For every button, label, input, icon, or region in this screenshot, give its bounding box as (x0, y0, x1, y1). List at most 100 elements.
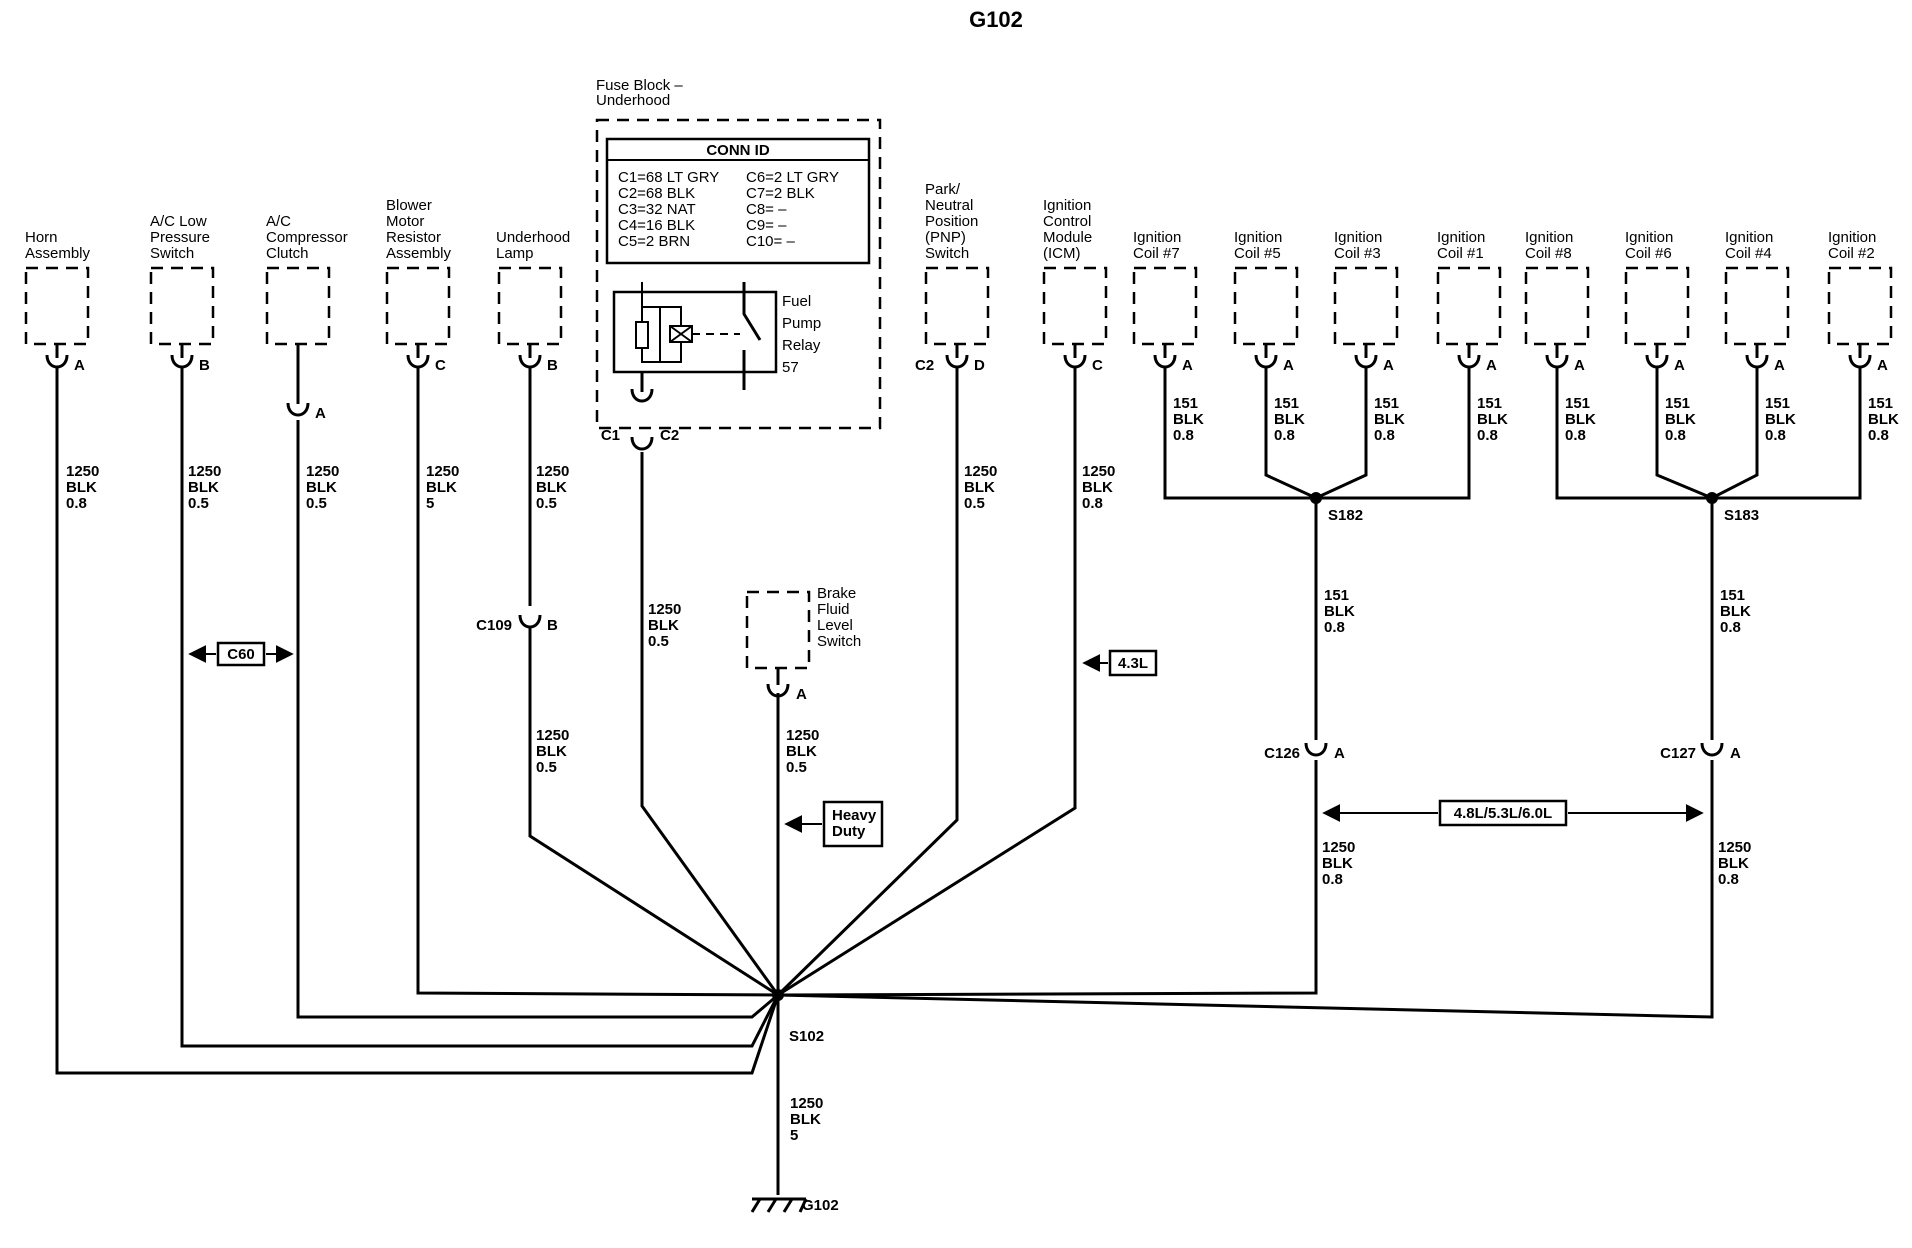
connector-horn (45, 354, 69, 369)
component-box-icm (1042, 266, 1108, 346)
wire-label-coil-3: BLK (1477, 411, 1508, 428)
wire-label-icm: 1250 (1082, 463, 1115, 480)
pin-label-underhood-lamp: B (547, 357, 558, 374)
pin-label-brake-fluid: A (796, 686, 807, 703)
connector-ac-compressor (286, 402, 310, 417)
wire-label-coil-3: 151 (1477, 395, 1502, 412)
wire-label-coil-2: 151 (1374, 395, 1399, 412)
component-label-blower-resistor: Resistor (386, 229, 441, 246)
wire-label-pnp: BLK (964, 479, 995, 496)
relay-coil-x (669, 325, 693, 343)
conn-id-right: C6=2 LT GRY (746, 169, 839, 186)
component-label-ac-compressor: Clutch (266, 245, 309, 262)
wire-ac-low-pressure (180, 368, 780, 1048)
component-label-pnp-switch: Neutral (925, 197, 973, 214)
option-c60-label: C60 (227, 646, 255, 663)
wire-label-blower: 5 (426, 495, 434, 512)
connector-coil-8 (1545, 354, 1569, 369)
wire-label-c126: 1250 (1322, 839, 1355, 856)
relay-coil-circuit (641, 282, 682, 363)
wire-label-ac-comp: BLK (306, 479, 337, 496)
pin-label-coil-4: A (1774, 357, 1785, 374)
wire-coil-bus-left (1163, 368, 1471, 500)
component-label-pnp-switch: Switch (925, 245, 969, 262)
connector-underhood-lamp (518, 354, 542, 369)
connector-c126 (1304, 742, 1328, 757)
pin-label-coil-1: A (1486, 357, 1497, 374)
wire-label-coil-4: 151 (1565, 395, 1590, 412)
component-box-horn (24, 266, 90, 346)
wire-label-coil-5: BLK (1665, 411, 1696, 428)
conn-id-left: C5=2 BRN (618, 233, 690, 250)
connector-coil-6 (1645, 354, 1669, 369)
pin-label-blower-resistor: C (435, 357, 446, 374)
relay-coil-resistor (635, 321, 649, 349)
component-label-horn: Assembly (25, 245, 91, 262)
wire-label-blower: 1250 (426, 463, 459, 480)
conn-id-title: CONN ID (706, 142, 770, 159)
component-label-brake-fluid: Fluid (817, 601, 850, 618)
wire-label-coil-7: 0.8 (1868, 427, 1889, 444)
wire-label-coil-6: BLK (1765, 411, 1796, 428)
component-label-blower-resistor: Blower (386, 197, 432, 214)
wire-horn (55, 368, 780, 1075)
component-label-icm: (ICM) (1043, 245, 1081, 262)
conn-label-pnp-switch: C2 (915, 357, 934, 374)
component-label-blower-resistor: Assembly (386, 245, 452, 262)
wire-label-lamp-upper: 0.5 (536, 495, 557, 512)
component-label-coil-7: Ignition (1133, 229, 1181, 246)
connector-coil-4 (1745, 354, 1769, 369)
component-box-coil-1 (1436, 266, 1502, 346)
wire-label-lamp-lower: BLK (536, 743, 567, 760)
wire-label-brake: 0.5 (786, 759, 807, 776)
wire-label-s183: 151 (1720, 587, 1745, 604)
pin-label-ac-low-pressure: B (199, 357, 210, 374)
component-box-brake-fluid (745, 590, 811, 670)
component-label-pnp-switch: (PNP) (925, 229, 966, 246)
wire-coil-bus-right (1555, 368, 1862, 500)
components-layer (24, 118, 1893, 1213)
wire-label-horn: 1250 (66, 463, 99, 480)
wire-label-ac-low: 1250 (188, 463, 221, 480)
component-box-coil-8 (1524, 266, 1590, 346)
wire-label-coil-5: 0.8 (1665, 427, 1686, 444)
wire-label-coil-2: 0.8 (1374, 427, 1395, 444)
fuse-block-outline (595, 118, 882, 430)
connector-coil-7 (1153, 354, 1177, 369)
component-box-coil-5 (1233, 266, 1299, 346)
option-engines-label: 4.8L/5.3L/6.0L (1454, 805, 1552, 822)
pin-label-icm: C (1092, 357, 1103, 374)
component-label-coil-1: Coil #1 (1437, 245, 1484, 262)
wire-label-ac-comp: 1250 (306, 463, 339, 480)
fuel-pump-relay-label: Pump (782, 315, 821, 332)
wire-label-ac-low: 0.5 (188, 495, 209, 512)
pin-label-coil-7: A (1182, 357, 1193, 374)
component-box-blower-resistor (385, 266, 451, 346)
wire-label-s183: BLK (1720, 603, 1751, 620)
wire-label-pnp: 0.5 (964, 495, 985, 512)
component-label-coil-6: Ignition (1625, 229, 1673, 246)
component-label-coil-8: Coil #8 (1525, 245, 1572, 262)
component-box-coil-3 (1333, 266, 1399, 346)
component-label-coil-8: Ignition (1525, 229, 1573, 246)
ground-label: G102 (802, 1197, 839, 1214)
wire-label-lamp-upper: BLK (536, 479, 567, 496)
connector-coil-2 (1848, 354, 1872, 369)
component-label-coil-2: Coil #2 (1828, 245, 1875, 262)
component-box-pnp-switch (924, 266, 990, 346)
fuel-pump-relay-label: 57 (782, 359, 799, 376)
connector-c127-pin: A (1730, 745, 1741, 762)
wire-label-lamp-lower: 1250 (536, 727, 569, 744)
component-label-ac-compressor: Compressor (266, 229, 348, 246)
component-box-coil-7 (1132, 266, 1198, 346)
component-label-coil-4: Ignition (1725, 229, 1773, 246)
conn-id-left: C3=32 NAT (618, 201, 696, 218)
splice-s182-label: S182 (1328, 507, 1363, 524)
splice-s182 (1310, 492, 1322, 504)
connector-coil-5 (1254, 354, 1278, 369)
wire-fuel-pump-relay (640, 452, 780, 996)
wire-label-ground: BLK (790, 1111, 821, 1128)
component-label-underhood-lamp: Underhood (496, 229, 570, 246)
splice-s183 (1706, 492, 1718, 504)
